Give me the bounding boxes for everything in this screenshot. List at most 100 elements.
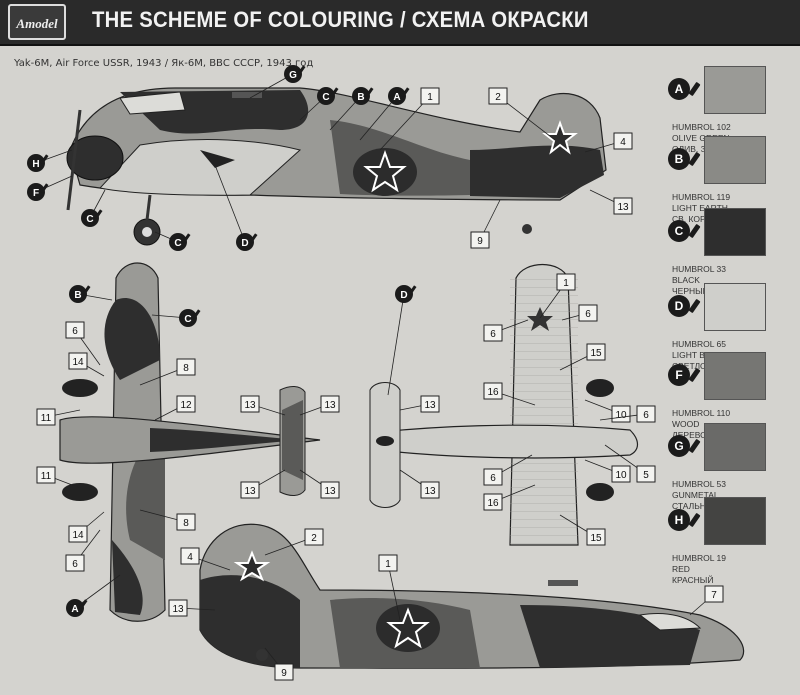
callout-badge bbox=[388, 87, 406, 105]
colour-swatch bbox=[704, 136, 766, 184]
decal-number: 13 bbox=[244, 400, 256, 411]
decal-number: 9 bbox=[281, 668, 287, 679]
decal-number: 13 bbox=[324, 486, 336, 497]
tail-black-patch bbox=[470, 145, 604, 198]
decal-callout: 12 bbox=[176, 395, 196, 413]
tail-wheel-right bbox=[256, 649, 268, 661]
callout-letter: B bbox=[357, 92, 364, 103]
gun-turret bbox=[232, 92, 262, 98]
colour-swatch bbox=[704, 66, 766, 114]
decal-number-box bbox=[556, 273, 576, 291]
brush-icon bbox=[408, 285, 417, 296]
decal-number-box bbox=[611, 465, 631, 483]
gun-turret-right bbox=[548, 580, 578, 586]
brush-icon bbox=[94, 209, 103, 220]
decal-callout: 16 bbox=[483, 382, 503, 400]
decal-number-box bbox=[586, 528, 606, 546]
decal-number-box bbox=[68, 525, 88, 543]
decal-number-box bbox=[470, 231, 490, 249]
decal-number-box bbox=[176, 513, 196, 531]
paint-callout: C bbox=[179, 309, 201, 327]
paint-letter-badge: C bbox=[668, 220, 690, 242]
decal-number: 9 bbox=[477, 236, 483, 247]
callout-badge bbox=[169, 233, 187, 251]
side-view-left bbox=[66, 87, 607, 246]
page-header: Amodel THE SCHEME OF COLOURING / СХЕМА О… bbox=[0, 0, 800, 46]
decal-callout: 13 bbox=[420, 395, 440, 413]
decal-callout: 14 bbox=[68, 352, 88, 370]
paint-callout: B bbox=[69, 285, 91, 303]
decal-number-box bbox=[65, 554, 85, 572]
decal-number-box bbox=[483, 382, 503, 400]
paint-letter-badge: G bbox=[668, 435, 690, 457]
decal-number: 14 bbox=[72, 530, 84, 541]
star-insignia-fuselage-right bbox=[386, 607, 430, 649]
decal-number: 10 bbox=[615, 470, 627, 481]
decal-number-box bbox=[488, 87, 508, 105]
brush-icon bbox=[192, 309, 201, 320]
decal-number-box bbox=[378, 554, 398, 572]
brush-icon bbox=[40, 154, 49, 165]
decal-number-box bbox=[586, 343, 606, 361]
decal-callout: 16 bbox=[483, 493, 503, 511]
callout-badge bbox=[27, 183, 45, 201]
engine-bottom-left bbox=[586, 379, 614, 397]
decal-callout: 6 bbox=[483, 468, 503, 486]
paint-letter-badge: B bbox=[668, 148, 690, 170]
decal-number: 2 bbox=[495, 92, 501, 103]
decal-number-box bbox=[636, 405, 656, 423]
fuselage-top-camo bbox=[150, 428, 300, 452]
decal-number: 6 bbox=[72, 326, 78, 337]
callout-badge bbox=[179, 309, 197, 327]
paint-callout: C bbox=[81, 209, 103, 227]
wing-star-side bbox=[200, 150, 235, 168]
decal-number-box bbox=[68, 352, 88, 370]
brush-icon bbox=[82, 285, 91, 296]
tail-wheel bbox=[522, 224, 532, 234]
decal-number-box bbox=[168, 599, 188, 617]
brush-icon bbox=[249, 233, 258, 244]
decal-number-box bbox=[420, 395, 440, 413]
decal-number: 13 bbox=[324, 400, 336, 411]
decal-number-box bbox=[613, 197, 633, 215]
callout-letter: D bbox=[400, 290, 407, 301]
colour-swatch bbox=[704, 497, 766, 545]
decal-callout: 8 bbox=[176, 358, 196, 376]
decal-number: 7 bbox=[711, 590, 717, 601]
callout-letter: A bbox=[71, 604, 78, 615]
paint-callout: G bbox=[284, 65, 306, 83]
decal-number: 8 bbox=[183, 518, 189, 529]
brush-icon bbox=[297, 65, 306, 76]
decal-number: 6 bbox=[490, 329, 496, 340]
brush-icon bbox=[330, 87, 339, 98]
decal-callout: 5 bbox=[636, 465, 656, 483]
brush-icon bbox=[401, 87, 410, 98]
decal-number: 13 bbox=[244, 486, 256, 497]
callout-letter: C bbox=[174, 238, 181, 249]
callout-badge bbox=[27, 154, 45, 172]
decal-number-box bbox=[65, 321, 85, 339]
tailplane-camo bbox=[282, 400, 303, 480]
paint-letter-badge: F bbox=[668, 364, 690, 386]
decal-number: 13 bbox=[424, 400, 436, 411]
decal-number-box bbox=[176, 395, 196, 413]
decal-number: 10 bbox=[615, 410, 627, 421]
decal-number-box bbox=[483, 468, 503, 486]
decal-number-box bbox=[36, 466, 56, 484]
decal-number: 4 bbox=[620, 137, 626, 148]
decal-callout: 11 bbox=[36, 408, 56, 426]
engine-cowling bbox=[66, 135, 124, 181]
page-title: THE SCHEME OF COLOURING / СХЕМА ОКРАСКИ bbox=[92, 7, 589, 32]
decal-number-box bbox=[180, 547, 200, 565]
colour-swatch bbox=[704, 208, 766, 256]
landing-strut bbox=[145, 194, 152, 221]
decal-number: 4 bbox=[187, 552, 193, 563]
decal-callout: 1 bbox=[420, 87, 440, 105]
top-view bbox=[59, 262, 321, 622]
brand-logo: Amodel bbox=[8, 4, 66, 40]
callout-letter: B bbox=[74, 290, 81, 301]
decal-number: 8 bbox=[183, 363, 189, 374]
decal-callout: 6 bbox=[636, 405, 656, 423]
